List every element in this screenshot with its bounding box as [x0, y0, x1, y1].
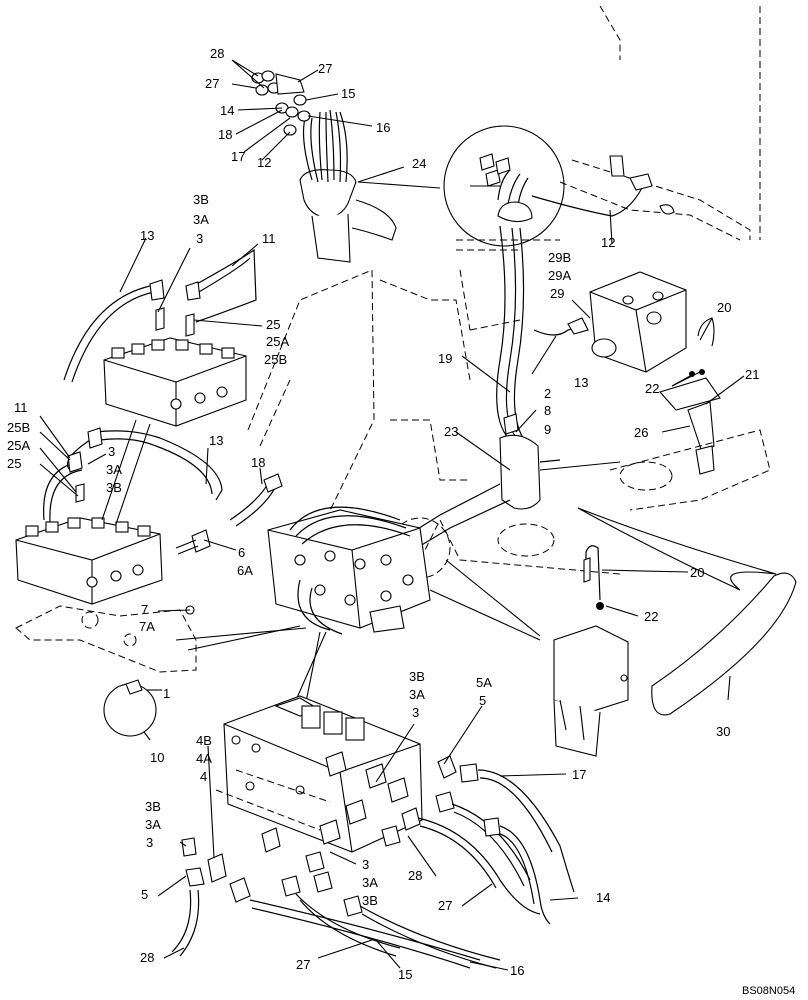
- callout-2: 2: [544, 386, 551, 401]
- mounting-plate: [15, 605, 197, 673]
- callout-26: 26: [634, 425, 648, 440]
- callout-3: 3: [146, 835, 153, 850]
- callout-24: 24: [412, 156, 426, 171]
- callout-6A: 6A: [237, 563, 253, 578]
- callout-3: 3: [196, 231, 203, 246]
- callout-3B: 3B: [145, 799, 161, 814]
- callout-7: 7: [141, 602, 148, 617]
- pilot-valve-block: [589, 271, 687, 373]
- callout-27: 27: [296, 957, 310, 972]
- drawing-reference-code: BS08N054: [742, 985, 795, 997]
- callout-13: 13: [209, 433, 223, 448]
- callout-3: 3: [108, 444, 115, 459]
- callout-20: 20: [690, 565, 704, 580]
- callout-27: 27: [318, 61, 332, 76]
- callout-8: 8: [544, 403, 551, 418]
- callout-10: 10: [150, 750, 164, 765]
- callout-3B: 3B: [193, 192, 209, 207]
- callout-19: 19: [438, 351, 452, 366]
- callout-3: 3: [412, 705, 419, 720]
- callout-3A: 3A: [145, 817, 161, 832]
- callout-27: 27: [205, 76, 219, 91]
- callout-15: 15: [341, 86, 355, 101]
- bracket-upper-right: [659, 317, 721, 475]
- callout-3B: 3B: [362, 893, 378, 908]
- callout-29A: 29A: [548, 268, 571, 283]
- callout-11: 11: [262, 231, 276, 246]
- callout-5: 5: [479, 693, 486, 708]
- callout-6: 6: [238, 545, 245, 560]
- callout-25A: 25A: [266, 334, 289, 349]
- callout-14: 14: [596, 890, 610, 905]
- callout-3B: 3B: [409, 669, 425, 684]
- valve-block-upper-left: [63, 248, 257, 427]
- callout-28: 28: [140, 950, 154, 965]
- callout-5A: 5A: [476, 675, 492, 690]
- callout-11: 11: [14, 400, 28, 415]
- callout-4: 4: [200, 769, 207, 784]
- callout-28: 28: [408, 868, 422, 883]
- callout-30: 30: [716, 724, 730, 739]
- callout-9: 9: [544, 422, 551, 437]
- callout-15: 15: [398, 967, 412, 982]
- callout-12: 12: [601, 235, 615, 250]
- control-hoses-center: [399, 225, 589, 553]
- callout-21: 21: [745, 367, 759, 382]
- callout-7A: 7A: [139, 619, 155, 634]
- main-valve-installed: [267, 506, 431, 635]
- control-valve-exploded: [215, 695, 423, 853]
- callout-1: 1: [163, 686, 170, 701]
- callout-14: 14: [220, 103, 234, 118]
- callout-3A: 3A: [362, 875, 378, 890]
- valve-block-lower-left: [15, 427, 283, 605]
- callout-16: 16: [376, 120, 390, 135]
- callout-3A: 3A: [193, 212, 209, 227]
- callout-3: 3: [362, 857, 369, 872]
- callout-28: 28: [210, 46, 224, 61]
- callout-5: 5: [141, 887, 148, 902]
- callout-25B: 25B: [7, 420, 30, 435]
- callout-29B: 29B: [548, 250, 571, 265]
- fittings-and-hoses-bottom: [171, 755, 575, 969]
- callout-3A: 3A: [106, 462, 122, 477]
- callout-4B: 4B: [196, 733, 212, 748]
- cab-structure-top-right: [443, 5, 761, 331]
- callout-13: 13: [574, 375, 588, 390]
- accumulator: [103, 679, 157, 737]
- callout-22: 22: [645, 381, 659, 396]
- callout-labels: 28 27 27 15 14 16 18 17 12 24 3B 3A 3 13…: [7, 46, 795, 997]
- callout-23: 23: [444, 424, 458, 439]
- callout-16: 16: [510, 963, 524, 978]
- callout-29: 29: [550, 286, 564, 301]
- callout-18: 18: [218, 127, 232, 142]
- callout-3A: 3A: [409, 687, 425, 702]
- callout-4A: 4A: [196, 751, 212, 766]
- callout-25: 25: [7, 456, 21, 471]
- callout-27: 27: [438, 898, 452, 913]
- callout-25A: 25A: [7, 438, 30, 453]
- callout-17: 17: [572, 767, 586, 782]
- callout-20: 20: [717, 300, 731, 315]
- callout-25: 25: [266, 317, 280, 332]
- callout-12: 12: [257, 155, 271, 170]
- callout-22: 22: [644, 609, 658, 624]
- callout-17: 17: [231, 149, 245, 164]
- callout-3B: 3B: [106, 480, 122, 495]
- callout-13: 13: [140, 228, 154, 243]
- callout-18: 18: [251, 455, 265, 470]
- bracket-lower-right: [553, 545, 629, 757]
- callout-25B: 25B: [264, 352, 287, 367]
